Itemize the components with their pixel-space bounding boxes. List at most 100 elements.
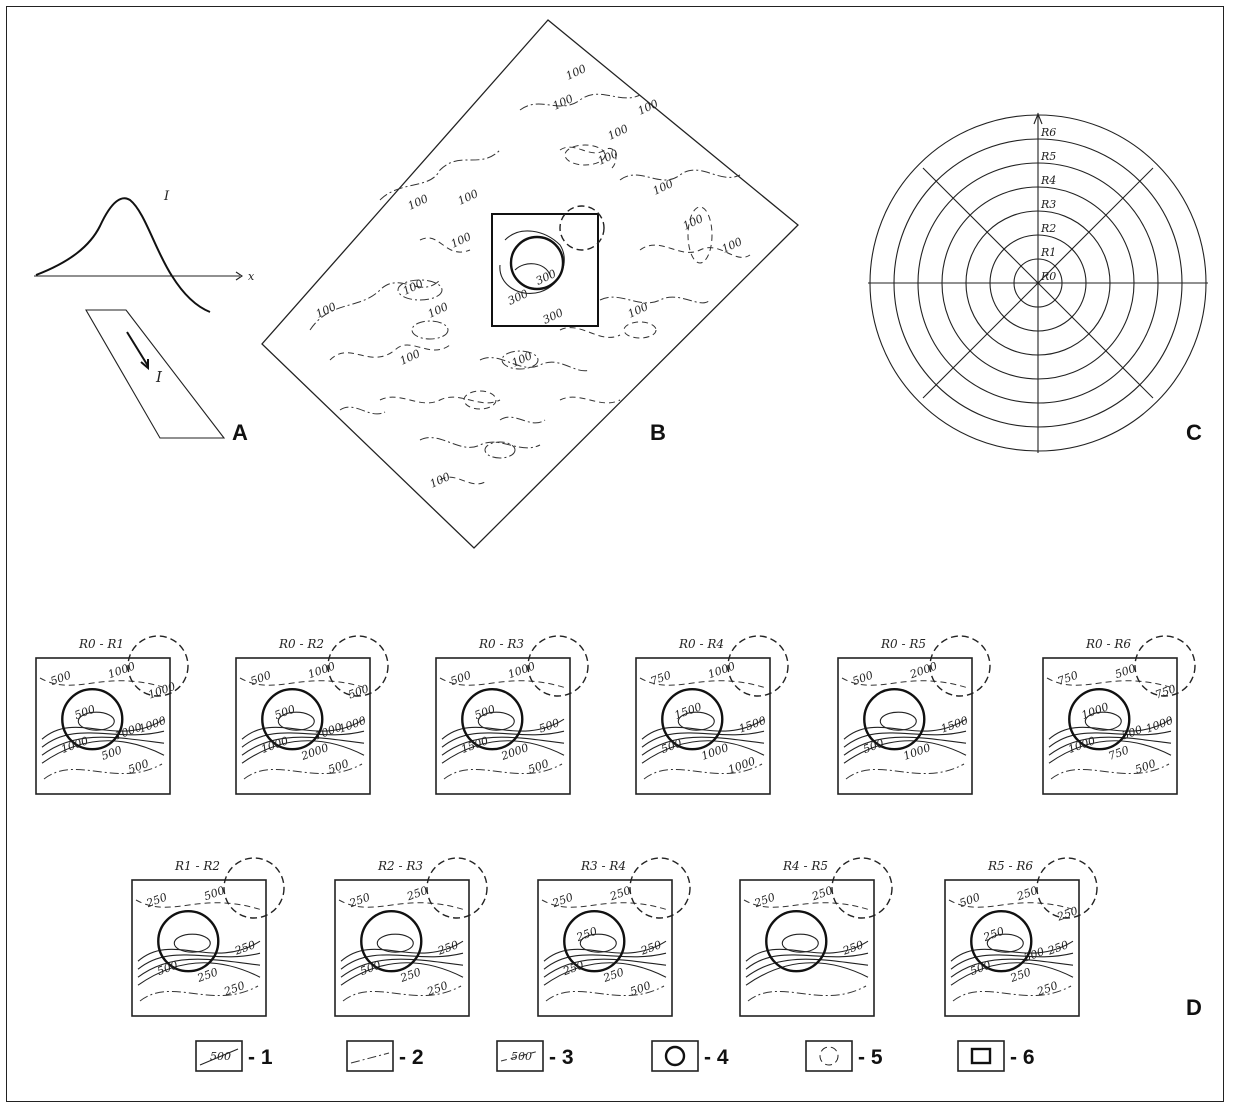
- x-axis-arrow: [235, 271, 243, 281]
- map-contour-label: 1500: [939, 714, 970, 736]
- projection-sample: [819, 1046, 839, 1066]
- map-contour-label: 2000: [499, 741, 531, 763]
- positive-contour: [340, 958, 464, 978]
- zero-contour: [243, 763, 363, 780]
- panel-a: x I I A: [34, 189, 255, 445]
- zero-contour: [545, 985, 665, 1002]
- zero-contour: [342, 985, 462, 1002]
- map-contour-label: 1000: [1066, 734, 1097, 756]
- panel-label-c: C: [1186, 420, 1202, 445]
- legend-item: 500- 3: [496, 1040, 574, 1072]
- legend-swatch-box: [651, 1040, 699, 1072]
- positive-contour: [843, 736, 967, 756]
- map-contour-label: 1500: [737, 714, 768, 736]
- negative-contour: [948, 899, 1076, 911]
- legend-sample-value: 500: [210, 1050, 231, 1063]
- inner-contour: [77, 711, 115, 731]
- zero-contour: [845, 763, 965, 780]
- positive-contour: [950, 958, 1074, 978]
- map-title: R0 - R6: [1085, 637, 1131, 651]
- map-contour-label: 250: [424, 979, 449, 999]
- legend-number: - 2: [399, 1046, 424, 1069]
- contour-value-label: 100: [681, 212, 706, 233]
- negative-contour: [639, 677, 767, 689]
- polar-diagonal-2: [922, 167, 1154, 399]
- body-outline-circle: [509, 235, 565, 291]
- map-contour-label: 500: [326, 757, 350, 776]
- legend-item: - 4: [651, 1040, 729, 1072]
- map-contour-label: 1000: [902, 741, 933, 763]
- map-contour-label: 500: [273, 703, 297, 722]
- projection-circle: [127, 635, 189, 697]
- map-contour-label: 500: [358, 959, 382, 978]
- radius-ring: [941, 186, 1135, 380]
- map-contour-label: 1000: [146, 680, 177, 702]
- map-contour-label: 2000: [299, 741, 331, 763]
- projection-circle: [327, 635, 389, 697]
- legend-item: - 6: [957, 1040, 1035, 1072]
- contour-value-label: 100: [398, 347, 423, 368]
- contour-value-label: 100: [314, 300, 339, 321]
- map-contour-label: 500: [968, 959, 992, 978]
- positive-contour: [137, 952, 261, 970]
- legend-item: - 2: [346, 1040, 424, 1072]
- projection-circle: [831, 857, 893, 919]
- positive-contour: [441, 718, 565, 740]
- map-title: R0 - R1: [78, 637, 124, 651]
- legend-swatch-box: [496, 1040, 544, 1072]
- radius-ring: [965, 210, 1111, 356]
- contour-value-label: 100: [449, 230, 474, 251]
- map-frame: [1042, 657, 1178, 795]
- map-contour-label: 250: [221, 979, 246, 999]
- projection-circle: [929, 635, 991, 697]
- map-contour-label: 1000: [106, 659, 137, 681]
- legend-swatch-box: [195, 1040, 243, 1072]
- map-contour-label: 250: [1055, 904, 1080, 924]
- positive-contour: [441, 736, 565, 756]
- contour-value-label: 100: [426, 300, 451, 321]
- negative-contour: [743, 899, 871, 911]
- legend-item: 500- 1: [195, 1040, 273, 1072]
- contour-value-label: 100: [651, 177, 676, 198]
- negative-contour: [135, 899, 263, 911]
- panel-label-d: D: [1186, 995, 1202, 1020]
- zero-contour: [747, 985, 867, 1002]
- body-outline-circle: [1068, 688, 1131, 751]
- map-title: R1 - R2: [174, 859, 220, 873]
- contour-value-label: 100: [401, 277, 426, 298]
- body-outline-circle: [157, 910, 220, 973]
- map-contour-label: 250: [1014, 884, 1039, 904]
- positive-contour: [241, 730, 365, 748]
- radius-ring: [869, 114, 1207, 452]
- contour-value-label: 300: [541, 306, 566, 327]
- figure-frame: [6, 6, 1224, 1102]
- contour-value-label: 100: [596, 147, 621, 168]
- positive-contour: [543, 952, 667, 970]
- zero-contour: [1050, 763, 1170, 780]
- map-contour-label: 750: [1153, 682, 1177, 701]
- positive-contour: [241, 740, 365, 764]
- inner-contour: [1084, 711, 1122, 731]
- map-contour-label: 250: [607, 884, 632, 904]
- map-contour-label: 1000: [726, 755, 757, 777]
- radius-label: R3: [1040, 198, 1056, 211]
- legend-swatch-box: [805, 1040, 853, 1072]
- positive-contour: [340, 962, 464, 986]
- projection-circle: [223, 857, 285, 919]
- contour-value-label: 300: [534, 267, 559, 288]
- positive-contour: [1048, 736, 1172, 756]
- legend-number: - 5: [858, 1046, 883, 1069]
- contour-value-label: 100: [606, 122, 631, 143]
- projection-circle: [527, 635, 589, 697]
- body-outline-circle: [61, 688, 124, 751]
- map-contour-label: 1000: [506, 659, 537, 681]
- map-contour-label: 1000: [306, 659, 337, 681]
- map-contour-label: 250: [1034, 979, 1059, 999]
